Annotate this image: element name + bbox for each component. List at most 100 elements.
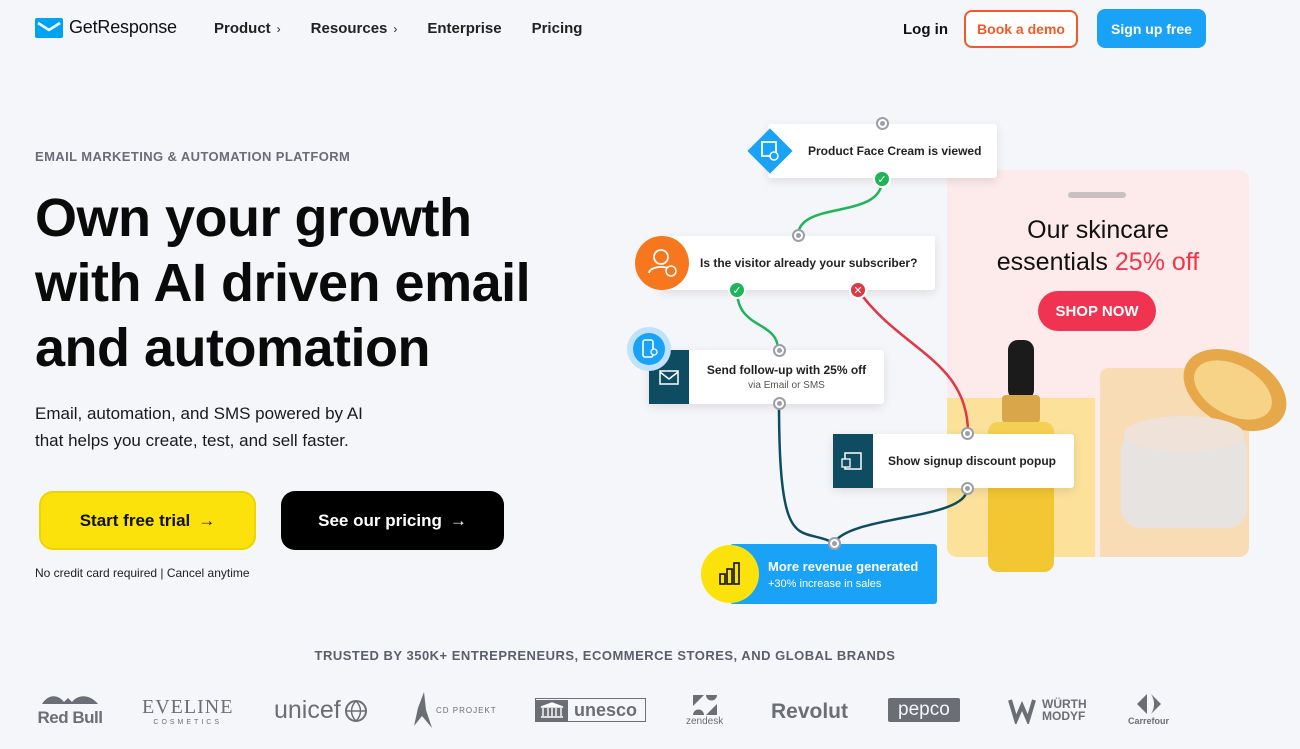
nav-resources-label: Resources [310, 20, 388, 37]
connector-node [876, 117, 889, 130]
cdprojekt-text: CD PROJEKT [436, 705, 497, 715]
arrow-right-icon: → [449, 510, 467, 530]
logo-text: GetResponse [69, 17, 177, 37]
check-icon: ✓ [873, 170, 891, 188]
revolut-logo: Revolut [771, 700, 848, 724]
subtext-line: Email, automation, and SMS powered by AI [35, 404, 363, 423]
see-pricing-button[interactable]: See our pricing → [281, 491, 504, 550]
step-3-sublabel: via Email or SMS [748, 380, 825, 391]
check-icon: ✓ [728, 281, 746, 299]
cross-icon: ✕ [849, 281, 867, 299]
promo-line-2: essentials [996, 248, 1108, 276]
headline-line: Own your growth [35, 188, 472, 248]
unicef-text: unicef [274, 696, 341, 724]
zendesk-logo: zendesk [686, 694, 723, 727]
start-free-trial-button[interactable]: Start free trial → [39, 491, 256, 550]
bar-chart-icon [701, 545, 759, 603]
carrefour-text: Carrefour [1128, 716, 1170, 726]
sign-up-button[interactable]: Sign up free [1097, 9, 1206, 48]
revolut-text: Revolut [771, 700, 849, 723]
workflow-step-signup-popup: Show signup discount popup [833, 434, 1074, 488]
connector-node [773, 397, 786, 410]
connector-node [792, 229, 805, 242]
connector-node [773, 344, 786, 357]
wurth-text-2: MODYF [1042, 709, 1086, 723]
nav-enterprise[interactable]: Enterprise [427, 20, 501, 37]
pepco-logo: pepco [888, 698, 960, 722]
wurth-text-1: WÜRTH [1042, 697, 1087, 711]
trial-label: Start free trial [79, 510, 191, 530]
chevron-right-icon: › [276, 21, 281, 36]
wurth-mark-icon [1008, 699, 1036, 724]
connector-node [961, 427, 974, 440]
workflow-step-revenue: More revenue generated +30% increase in … [730, 544, 937, 604]
unicef-logo: unicef [274, 696, 368, 725]
nav-resources[interactable]: Resources › [311, 20, 398, 37]
product-view-icon [747, 128, 793, 174]
connector-node [828, 537, 841, 550]
bird-icon [414, 692, 432, 728]
eveline-subtext: COSMETICS [153, 719, 223, 726]
arrow-right-icon: → [198, 510, 216, 530]
step-3-label: Send follow-up with 25% off [706, 363, 867, 377]
step-1-label: Product Face Cream is viewed [808, 144, 982, 158]
promo-title: Our skincare essentials 25% off [947, 214, 1249, 278]
envelope-logo-icon [35, 17, 63, 38]
unesco-text: unesco [574, 699, 638, 720]
subtext-line: that helps you create, test, and sell fa… [35, 431, 349, 450]
headline-line: with AI driven email [35, 253, 531, 313]
shop-now-button[interactable]: SHOP NOW [1038, 291, 1156, 331]
no-credit-card-note: No credit card required | Cancel anytime [35, 566, 250, 580]
globe-icon [344, 699, 367, 722]
step-4-label: Show signup discount popup [888, 454, 1056, 468]
promo-discount: 25% off [1114, 248, 1200, 276]
top-nav-bar: GetResponse Product › Resources › Enterp… [0, 0, 1300, 58]
hero-subtext: Email, automation, and SMS powered by AI… [35, 400, 455, 454]
carrefour-mark-icon [1136, 694, 1161, 714]
cream-jar-image [1121, 349, 1287, 528]
eyebrow-label: EMAIL MARKETING & AUTOMATION PLATFORM [35, 149, 351, 164]
main-nav: Product › Resources › Enterprise Pricing [214, 20, 582, 37]
connector-node [961, 482, 974, 495]
carrefour-logo: Carrefour [1128, 692, 1169, 726]
nav-pricing-label: Pricing [531, 20, 583, 37]
eveline-text: EVELINE [142, 696, 234, 718]
pepco-text: pepco [898, 699, 950, 720]
zendesk-text: zendesk [686, 716, 724, 727]
nav-pricing[interactable]: Pricing [532, 20, 583, 37]
page-title: Own your growth with AI driven email and… [35, 186, 595, 381]
getresponse-logo[interactable]: GetResponse [35, 17, 177, 38]
nav-product[interactable]: Product › [214, 20, 281, 37]
headline-line: and automation [35, 318, 431, 378]
unesco-logo: unesco [535, 698, 647, 722]
workflow-step-viewed: Product Face Cream is viewed [768, 124, 997, 178]
redbull-text: Red Bull [37, 708, 103, 727]
trusted-by-heading: TRUSTED BY 350K+ ENTREPRENEURS, ECOMMERC… [314, 648, 896, 663]
redbull-logo: Red Bull [35, 690, 105, 728]
promo-handle-bar [1068, 192, 1126, 198]
workflow-step-subscriber-check: Is the visitor already your subscriber? [660, 236, 935, 290]
temple-icon [536, 699, 568, 721]
step-2-label: Is the visitor already your subscriber? [700, 256, 918, 270]
step-5-sublabel: +30% increase in sales [768, 577, 882, 590]
brand-logos-row: Red Bull EVELINE COSMETICS unicef CD PRO… [0, 688, 1300, 738]
wurth-modyf-logo: WÜRTH MODYF [1008, 696, 1087, 724]
zendesk-mark-icon [692, 695, 717, 715]
nav-enterprise-label: Enterprise [427, 20, 502, 37]
pricing-label: See our pricing [318, 510, 442, 530]
connector-lines [735, 179, 970, 545]
workflow-illustration: Our skincare essentials 25% off SHOP NOW… [600, 100, 1300, 620]
bulls-icon [42, 696, 98, 704]
cdprojekt-logo: CD PROJEKT [412, 690, 497, 730]
eveline-logo: EVELINE COSMETICS [142, 696, 233, 726]
wurth-text: WÜRTH MODYF [1042, 698, 1087, 722]
login-link[interactable]: Log in [903, 21, 948, 38]
nav-product-label: Product [214, 20, 271, 37]
mobile-sms-icon [627, 327, 671, 371]
user-check-icon [635, 236, 689, 290]
popup-icon [833, 434, 873, 488]
step-5-label: More revenue generated [768, 558, 919, 574]
book-demo-button[interactable]: Book a demo [964, 10, 1078, 48]
chevron-right-icon: › [393, 21, 398, 36]
promo-line-1: Our skincare [1027, 216, 1169, 244]
